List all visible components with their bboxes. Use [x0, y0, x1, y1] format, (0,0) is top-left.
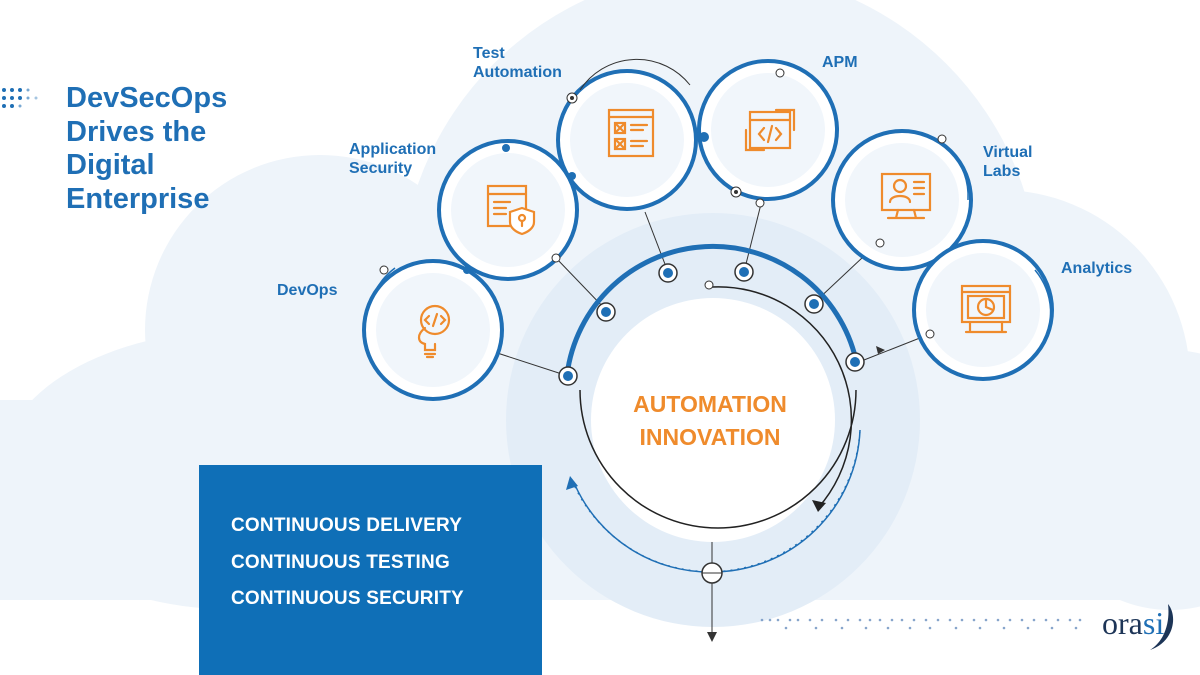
node-devops-ring [362, 259, 504, 401]
label-line: Labs [983, 163, 1021, 180]
logo-text: ora [1102, 605, 1143, 641]
label-line: Test [473, 45, 505, 62]
hub-line: INNOVATION [639, 424, 781, 450]
lightbulb-code-icon [417, 304, 451, 359]
practices-list: CONTINUOUS DELIVERY CONTINUOUS TESTING C… [231, 508, 464, 618]
title-line: DevSecOps [66, 82, 228, 114]
label-analytics: Analytics [1061, 260, 1133, 277]
label-devops: DevOps [277, 282, 338, 299]
title-line: Digital [66, 149, 155, 181]
node-appsec-ring [437, 139, 579, 281]
code-window-icon [744, 108, 796, 152]
decor-dots-left [2, 88, 38, 108]
monitor-user-icon [880, 172, 932, 220]
hub-line: AUTOMATION [633, 391, 787, 417]
chart-window-icon [960, 284, 1012, 334]
label-line: Automation [473, 64, 562, 81]
label-line: Application [349, 141, 437, 158]
hub-arc-blue [564, 243, 859, 376]
decor-dots-bottom [760, 618, 1082, 630]
continuous-practices-box: CONTINUOUS DELIVERY CONTINUOUS TESTING C… [199, 465, 542, 675]
label-virtual-labs: Virtual Labs [983, 143, 1033, 181]
practice-item: CONTINUOUS TESTING [231, 551, 450, 573]
node-analytics-ring [912, 239, 1054, 381]
node-test-ring [556, 58, 698, 211]
title-line: Drives the [66, 115, 207, 148]
logo-swoosh [1150, 604, 1174, 650]
slide-title: DevSecOps Drives the Digital Enterprise [66, 82, 286, 216]
label-test-automation: Test Automation [473, 44, 562, 82]
label-line: Virtual [983, 144, 1033, 161]
orasi-logo: orasi [1102, 603, 1164, 643]
label-application-security: Application Security [349, 140, 436, 178]
hub-junctions [558, 262, 865, 584]
logo-accent-text: si [1142, 605, 1165, 641]
label-line: Security [349, 160, 413, 177]
shield-lock-icon [486, 184, 536, 236]
checklist-icon [607, 108, 655, 158]
title-line: Enterprise [66, 182, 210, 215]
node-apm-ring [697, 59, 839, 208]
hub-core [591, 298, 835, 542]
hub-label: AUTOMATION INNOVATION [590, 388, 830, 454]
practice-item: CONTINUOUS DELIVERY [231, 515, 463, 536]
practice-item: CONTINUOUS SECURITY [231, 588, 464, 609]
hub-arc-dark [579, 389, 857, 529]
label-apm: APM [822, 54, 858, 71]
node-virtuallabs-ring [831, 129, 973, 271]
